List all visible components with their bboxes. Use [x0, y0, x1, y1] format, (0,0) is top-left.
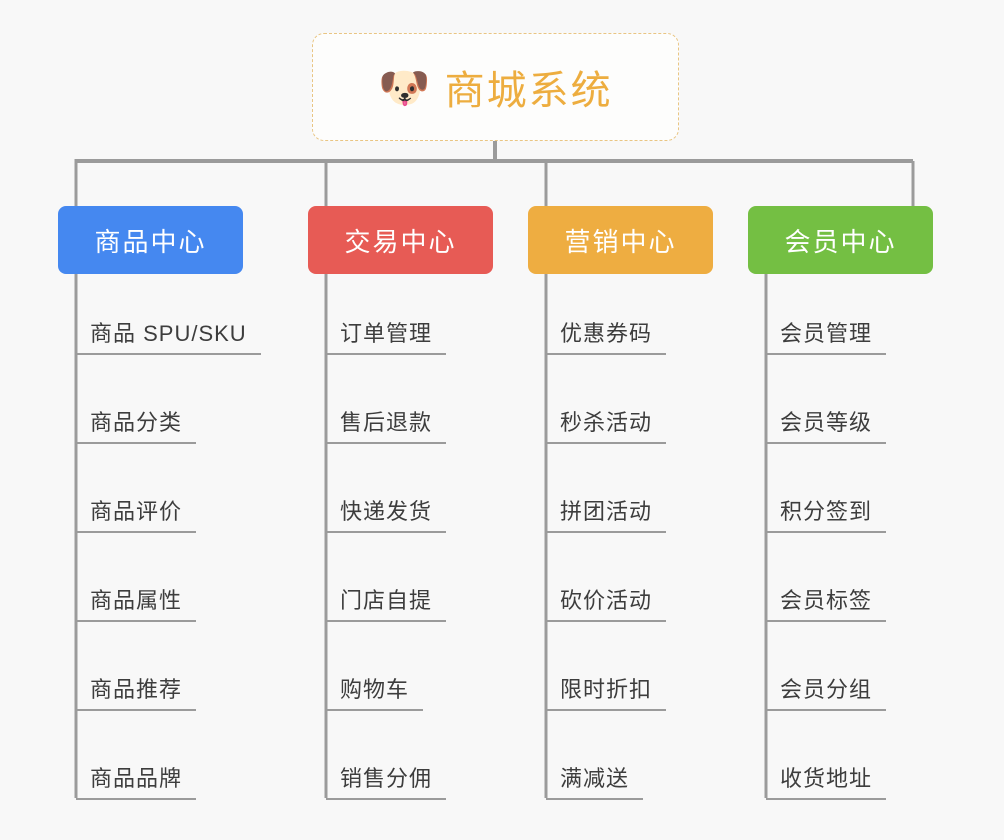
leaf-item[interactable]: 优惠券码 — [546, 323, 667, 355]
leaf-item[interactable]: 商品属性 — [76, 590, 197, 622]
leaf-item[interactable]: 限时折扣 — [546, 679, 667, 711]
root-title: 商城系统 — [444, 69, 613, 113]
leaf-item[interactable]: 商品评价 — [76, 501, 197, 533]
leaf-item[interactable]: 商品 SPU/SKU — [76, 323, 261, 355]
leaf-item[interactable]: 售后退款 — [326, 412, 447, 444]
leaf-item[interactable]: 商品推荐 — [76, 679, 197, 711]
leaf-item[interactable]: 拼团活动 — [546, 501, 667, 533]
category-label: 会员中心 — [784, 226, 897, 257]
leaf-item[interactable]: 会员等级 — [766, 412, 887, 444]
leaf-item[interactable]: 快递发货 — [326, 501, 447, 533]
category-box-2[interactable]: 交易中心 — [308, 206, 493, 274]
category-label: 交易中心 — [344, 226, 457, 257]
shiba-dog-face-icon: 🐶 — [378, 64, 431, 111]
leaf-item[interactable]: 购物车 — [326, 679, 424, 711]
leaf-item[interactable]: 砍价活动 — [546, 590, 667, 622]
leaf-item[interactable]: 会员管理 — [766, 323, 887, 355]
category-label: 商品中心 — [94, 226, 207, 257]
leaf-item[interactable]: 门店自提 — [326, 590, 447, 622]
leaf-item[interactable]: 销售分佣 — [326, 768, 447, 800]
leaf-item[interactable]: 商品品牌 — [76, 768, 197, 800]
leaf-item[interactable]: 满减送 — [546, 768, 644, 800]
leaf-item[interactable]: 秒杀活动 — [546, 412, 667, 444]
leaf-item[interactable]: 会员标签 — [766, 590, 887, 622]
category-box-4[interactable]: 会员中心 — [748, 206, 933, 274]
leaf-item[interactable]: 积分签到 — [766, 501, 887, 533]
category-box-3[interactable]: 营销中心 — [528, 206, 713, 274]
category-box-1[interactable]: 商品中心 — [58, 206, 243, 274]
root-node[interactable]: 🐶 商城系统 — [312, 33, 679, 141]
category-label: 营销中心 — [564, 226, 677, 257]
leaf-item[interactable]: 商品分类 — [76, 412, 197, 444]
leaf-item[interactable]: 订单管理 — [326, 323, 447, 355]
leaf-item[interactable]: 会员分组 — [766, 679, 887, 711]
leaf-item[interactable]: 收货地址 — [766, 768, 887, 800]
